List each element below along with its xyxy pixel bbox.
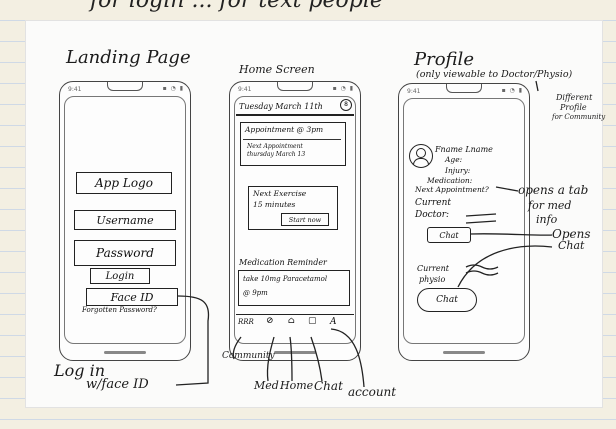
avatar-head-icon: [416, 148, 426, 158]
nav-home-icon[interactable]: ⌂: [288, 316, 295, 326]
chat-label: Chat: [314, 379, 343, 393]
home-indicator: [443, 351, 485, 354]
next-appointment-text: Next Appointment: [247, 143, 303, 150]
face-id-button[interactable]: Face ID: [86, 288, 178, 306]
phone-notch: [107, 82, 143, 91]
opens-tab-note-2: for med: [528, 199, 572, 212]
different-profile-note-2: Profile: [560, 103, 587, 112]
home-indicator: [104, 351, 146, 354]
phone-notch: [446, 84, 482, 93]
home-indicator: [274, 351, 316, 354]
profile-medication[interactable]: Medication:: [427, 176, 473, 185]
current-physio-label: Current: [417, 264, 450, 273]
profile-name: Fname Lname: [435, 145, 493, 154]
start-now-button[interactable]: Start now: [281, 213, 329, 226]
opens-chat-note-2: Chat: [558, 239, 585, 252]
password-field[interactable]: Password: [74, 240, 176, 266]
profile-avatar: [409, 144, 433, 168]
sketch-sheet: Landing Page 9:41 ▪ ◔ ▮ App Logo Usernam…: [25, 20, 606, 408]
home-phone: 9:41 ▪ ◔ ▮ Tuesday March 11th 8 Appointm…: [229, 81, 361, 361]
home-label: Home: [280, 379, 314, 392]
exercise-card[interactable]: Next Exercise 15 minutes Start now: [248, 186, 338, 230]
profile-phone: 9:41 ▪ ◔ ▮ Fname Lname Age: Injury: Medi…: [398, 83, 530, 361]
medication-reminder-title: Medication Reminder: [239, 258, 327, 267]
forgotten-password-link[interactable]: Forgotten Password?: [82, 306, 157, 314]
top-scrawl: for login ... for text people: [90, 0, 383, 13]
profile-title: Profile: [414, 49, 474, 70]
current-doctor-label-2: Doctor:: [415, 210, 450, 220]
appointment-card[interactable]: Appointment @ 3pm Next Appointment thurs…: [240, 122, 346, 166]
username-field[interactable]: Username: [74, 210, 176, 230]
profile-age: Age:: [445, 155, 463, 164]
login-note-line2: w/face ID: [86, 377, 149, 392]
current-doctor-label: Current: [415, 198, 452, 208]
medication-card[interactable]: take 10mg Paracetamol @ 9pm: [238, 270, 350, 306]
opens-tab-note-1: opens a tab: [518, 183, 589, 197]
nav-med-icon[interactable]: ⊘: [266, 316, 274, 326]
exercise-title: Next Exercise: [253, 189, 307, 198]
login-note-line1: Log in: [54, 361, 106, 380]
status-icons: ▪ ◔ ▮: [332, 85, 354, 92]
community-label: Community: [222, 351, 275, 361]
medication-time: @ 9pm: [243, 289, 268, 297]
different-profile-note-1: Different: [556, 93, 593, 102]
med-label: Med: [254, 379, 279, 392]
home-title: Home Screen: [239, 63, 315, 76]
current-physio-label-2: physio: [419, 275, 446, 284]
status-icons: ▪ ◔ ▮: [501, 87, 523, 94]
app-logo: App Logo: [76, 172, 172, 194]
landing-title: Landing Page: [66, 47, 191, 68]
opens-tab-note-3: info: [536, 213, 558, 226]
chat-physio-button[interactable]: Chat: [417, 288, 477, 312]
profile-subtitle: (only viewable to Doctor/Physio): [416, 69, 573, 80]
medication-text: take 10mg Paracetamol: [243, 275, 328, 283]
profile-next-appointment: Next Appointment?: [415, 185, 489, 194]
account-label: account: [348, 385, 397, 399]
bottom-nav: RRR ⊘ ⌂ ▢ A: [236, 314, 354, 333]
login-button[interactable]: Login: [90, 268, 150, 284]
phone-notch: [277, 82, 313, 91]
exercise-duration: 15 minutes: [253, 200, 296, 209]
nav-community[interactable]: RRR: [238, 318, 254, 326]
landing-phone: 9:41 ▪ ◔ ▮ App Logo Username Password Lo…: [59, 81, 191, 361]
status-icons: ▪ ◔ ▮: [162, 85, 184, 92]
nav-chat-icon[interactable]: ▢: [308, 316, 317, 326]
next-appointment-date: thursday March 13: [247, 151, 306, 158]
date-header: Tuesday March 11th: [239, 102, 323, 111]
profile-injury: Injury:: [445, 166, 471, 175]
opens-chat-note-1: Opens: [552, 227, 591, 241]
nav-account-icon[interactable]: A: [330, 317, 337, 327]
different-profile-note-3: for Community: [552, 113, 606, 121]
appointment-text: Appointment @ 3pm: [245, 125, 324, 134]
profile-avatar-icon[interactable]: 8: [340, 99, 352, 111]
chat-doctor-button[interactable]: Chat: [427, 227, 471, 243]
